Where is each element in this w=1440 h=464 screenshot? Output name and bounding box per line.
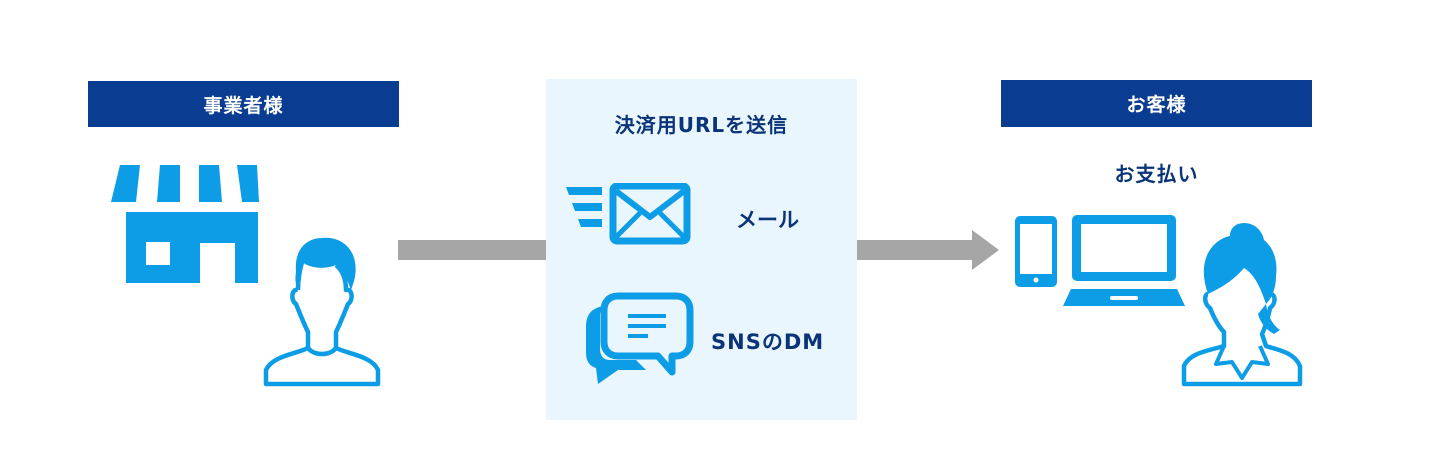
flow-arrow-shaft-left (398, 240, 546, 260)
mail-send-icon (566, 183, 692, 245)
customer-header: お客様 (1001, 80, 1312, 127)
laptop-icon (1063, 215, 1185, 308)
customer-header-label: お客様 (1126, 94, 1187, 116)
chat-bubbles-icon (584, 292, 694, 387)
merchant-header: 事業者様 (88, 81, 399, 127)
merchant-header-label: 事業者様 (203, 94, 284, 117)
store-icon (108, 165, 260, 285)
mail-label: メール (736, 208, 799, 232)
payment-label: お支払い (1114, 162, 1199, 186)
man-user-icon (258, 232, 384, 390)
send-url-panel: 決済用URLを送信 メール SNSのDM (546, 79, 857, 420)
smartphone-icon (1015, 216, 1057, 288)
panel-title: 決済用URLを送信 (614, 113, 789, 137)
woman-user-icon (1180, 222, 1304, 390)
flow-arrow-right (857, 230, 999, 272)
sns-dm-label: SNSのDM (711, 330, 825, 354)
